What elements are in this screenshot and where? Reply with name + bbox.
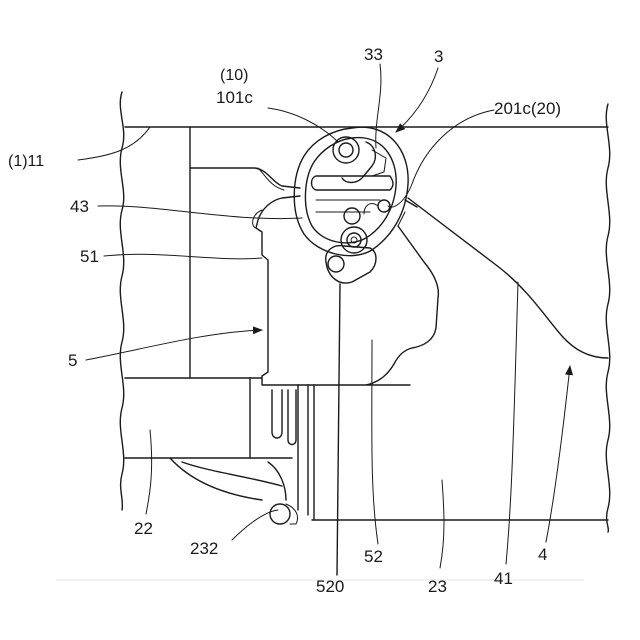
link-232-upper [170, 458, 262, 500]
upper-guide-plate [190, 168, 300, 188]
leader-101c [268, 108, 338, 142]
label-4: 4 [538, 545, 547, 564]
link-232-roller [270, 504, 290, 524]
label-5: 5 [68, 351, 77, 370]
leader-41 [506, 282, 518, 564]
rod-520 [337, 284, 340, 575]
upper-small-pin [344, 208, 360, 224]
leader-232 [232, 510, 278, 540]
leader-51 [104, 254, 262, 259]
upper-guide-inner [258, 168, 284, 190]
leader-4 [546, 366, 570, 542]
label-51: 51 [80, 247, 99, 266]
leader-52 [372, 340, 378, 544]
member-41-boundary [408, 198, 608, 358]
label-201c-20: 201c(20) [494, 99, 561, 118]
label-101c: 101c [216, 88, 253, 107]
leader-33 [376, 64, 381, 148]
leader-5 [86, 330, 262, 360]
left-break-line [120, 92, 123, 510]
leader-22 [146, 430, 152, 514]
label-22: 22 [134, 519, 153, 538]
label-232: 232 [190, 539, 218, 558]
right-break-line [606, 104, 609, 532]
leader-23 [440, 480, 444, 568]
center-bolt-inner [347, 233, 361, 247]
bracket-5-outline [256, 196, 410, 385]
leader-43 [98, 206, 302, 219]
vertical-tube-left [272, 390, 282, 438]
link-232-arm [268, 462, 286, 500]
vertical-tube-mid [288, 390, 296, 445]
label-33: 33 [364, 45, 383, 64]
plate-52-outline [366, 226, 438, 385]
label-520: 520 [316, 577, 344, 596]
label-41: 41 [494, 569, 513, 588]
label-1-11: (1)11 [8, 153, 44, 170]
label-52: 52 [364, 547, 383, 566]
label-43: 43 [70, 197, 89, 216]
leader-1-11 [78, 127, 150, 160]
label-23: 23 [428, 577, 447, 596]
label-3: 3 [434, 47, 443, 66]
link-232-lower [182, 462, 282, 486]
lever-520-pin [328, 256, 344, 272]
bolt-101c-inner [339, 143, 353, 157]
leader-3 [396, 68, 438, 132]
ring-33-outer [294, 127, 408, 255]
label-10: (10) [220, 67, 248, 84]
